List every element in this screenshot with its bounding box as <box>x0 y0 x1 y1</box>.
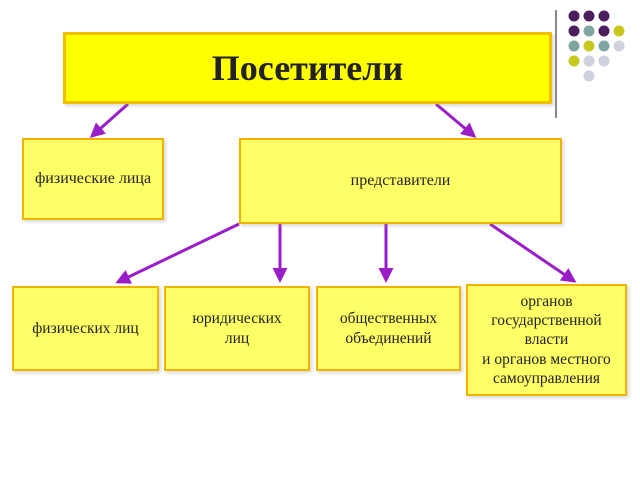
decorative-dot <box>598 40 610 52</box>
arrow-rep-to-physical-persons <box>115 222 240 284</box>
decorative-dot <box>583 55 595 67</box>
node-physical-persons: физические лица <box>22 138 164 220</box>
arrow-root-to-representatives <box>435 102 477 138</box>
decorative-divider-line <box>555 10 557 118</box>
decorative-dot <box>583 70 595 82</box>
node-of-legal-entities: юридических лиц <box>164 286 310 371</box>
decorative-dot <box>583 10 595 22</box>
node-of-public-associations: общественных объединений <box>316 286 461 371</box>
node-label: физических лиц <box>32 319 139 337</box>
arrow-root-to-physical <box>89 102 129 138</box>
arrow-rep-to-authorities <box>489 222 577 283</box>
node-representatives: представители <box>239 138 562 224</box>
decorative-dot <box>583 40 595 52</box>
node-label: органов государственной власти и органов… <box>482 292 611 388</box>
node-of-government-bodies: органов государственной власти и органов… <box>466 284 627 396</box>
node-label: юридических лиц <box>192 310 282 347</box>
decorative-dot <box>598 55 610 67</box>
node-label: общественных объединений <box>339 310 438 347</box>
decorative-dot <box>568 40 580 52</box>
decorative-dot <box>598 10 610 22</box>
node-label: физические лица <box>34 170 152 187</box>
root-node-label: Посетители <box>211 47 404 88</box>
decorative-dot <box>568 55 580 67</box>
decorative-dot <box>613 40 625 52</box>
root-node-visitors: Посетители <box>63 32 552 104</box>
decorative-dot <box>568 10 580 22</box>
node-of-physical-persons: физических лиц <box>12 286 159 371</box>
decorative-dot <box>568 25 580 37</box>
decorative-dot <box>583 25 595 37</box>
decorative-dot <box>613 25 625 37</box>
decorative-dot <box>598 25 610 37</box>
node-label: представители <box>350 172 451 189</box>
